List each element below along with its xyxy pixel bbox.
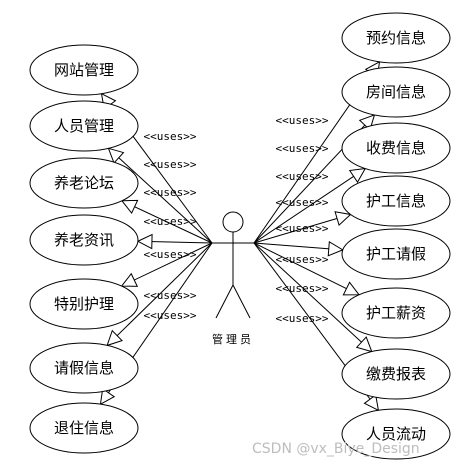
uses-stereotype-label: <<uses>> [276,142,329,155]
use-case-right[interactable]: 房间信息 [341,66,451,118]
right-arrow-head [327,240,344,257]
use-case-label: 退住信息 [54,419,114,437]
use-case-label: 护工薪资 [366,304,426,322]
uses-stereotype-label: <<uses>> [144,130,197,143]
use-case-left[interactable]: 养老论坛 [29,157,139,209]
uses-stereotype-label: <<uses>> [276,196,329,209]
actor-right-leg [232,284,251,319]
use-case-left[interactable]: 养老资讯 [29,214,139,266]
right-association-line [253,242,343,251]
left-association-line [108,147,213,244]
uses-stereotype-label: <<uses>> [276,312,329,325]
use-case-left[interactable]: 网站管理 [29,44,139,96]
use-case-right[interactable]: 人员流动 [341,408,451,460]
uses-labels: <<uses>> <<uses>> <<uses>> <<uses>> <<uses>>… [144,114,329,325]
use-case-label: 房间信息 [366,83,426,101]
use-case-ellipse [341,348,451,400]
use-case-ellipse [341,175,451,227]
use-case-ellipse [29,157,139,209]
left-arrow-head [136,233,153,250]
use-case-ellipse [29,402,139,454]
right-association-line [253,242,360,296]
use-case-ellipse [29,100,139,152]
use-case-ellipse [341,228,451,280]
use-case-right[interactable]: 缴费报表 [341,348,451,400]
use-case-label: 护工请假 [366,245,426,263]
use-case-label: 养老论坛 [54,174,114,192]
actor-head [222,211,244,233]
use-case-right[interactable]: 护工信息 [341,175,451,227]
use-case-right[interactable]: 预约信息 [341,12,451,64]
use-case-right[interactable]: 收费信息 [341,122,451,174]
use-case-label: 缴费报表 [366,365,426,383]
use-case-label: 养老资讯 [54,231,114,249]
use-case-label: 护工信息 [366,192,426,210]
left-arrow-head [120,272,139,287]
use-case-ellipse [341,122,451,174]
use-case-ellipse [29,214,139,266]
use-case-ellipse [29,278,139,330]
right-arrow-head [363,394,380,412]
use-case-label: 请假信息 [54,359,114,377]
left-arrow-head [120,199,139,215]
right-arrow-head [355,336,373,353]
use-case-left[interactable]: 人员管理 [29,100,139,152]
use-case-ellipse [341,408,451,460]
left-association-line [121,242,213,287]
use-case-ellipse [29,342,139,394]
right-association-line [253,168,366,244]
left-association-line [121,200,213,244]
use-case-right[interactable]: 护工请假 [341,228,451,280]
left-arrow-head [99,387,116,406]
uses-stereotype-label: <<uses>> [276,282,329,295]
use-case-ellipse [341,12,451,64]
right-arrow-head [348,167,367,184]
left-association-line [106,242,213,346]
use-case-right[interactable]: 护工薪资 [341,287,451,339]
uses-stereotype-label: <<uses>> [276,253,329,266]
uses-stereotype-label: <<uses>> [144,158,197,171]
uses-stereotype-label: <<uses>> [276,222,329,235]
right-arrow-head [334,211,352,227]
uses-stereotype-label: <<uses>> [144,309,197,322]
uses-stereotype-label: <<uses>> [276,170,329,183]
use-case-label: 预约信息 [366,29,426,47]
left-arrow-head [106,329,123,347]
use-case-label: 特别护理 [54,295,114,313]
actor-left-leg [215,284,234,319]
association-lines [99,60,381,412]
uses-stereotype-label: <<uses>> [144,248,197,261]
watermark: CSDN @vx_Biye_Design [252,441,420,457]
use-case-ellipse [29,44,139,96]
use-case-ellipse [341,287,451,339]
right-association-line [253,242,373,353]
use-case-left[interactable]: 退住信息 [29,402,139,454]
use-case-ellipse [341,66,451,118]
uses-stereotype-label: <<uses>> [276,114,329,127]
use-case-left[interactable]: 特别护理 [29,278,139,330]
actor: 管理员 [212,211,254,346]
left-arrow-head [107,147,125,164]
actor-name: 管理员 [212,332,254,346]
use-case-label: 人员管理 [54,117,114,135]
uses-stereotype-label: <<uses>> [144,186,197,199]
uses-stereotype-label: <<uses>> [144,289,197,302]
use-case-left[interactable]: 请假信息 [29,342,139,394]
use-case-label: 人员流动 [366,425,426,443]
right-arrow-head [342,281,361,296]
use-case-label: 收费信息 [366,139,426,157]
right-association-line [253,213,351,244]
uses-stereotype-label: <<uses>> [144,215,197,228]
use-case-label: 网站管理 [54,61,114,79]
